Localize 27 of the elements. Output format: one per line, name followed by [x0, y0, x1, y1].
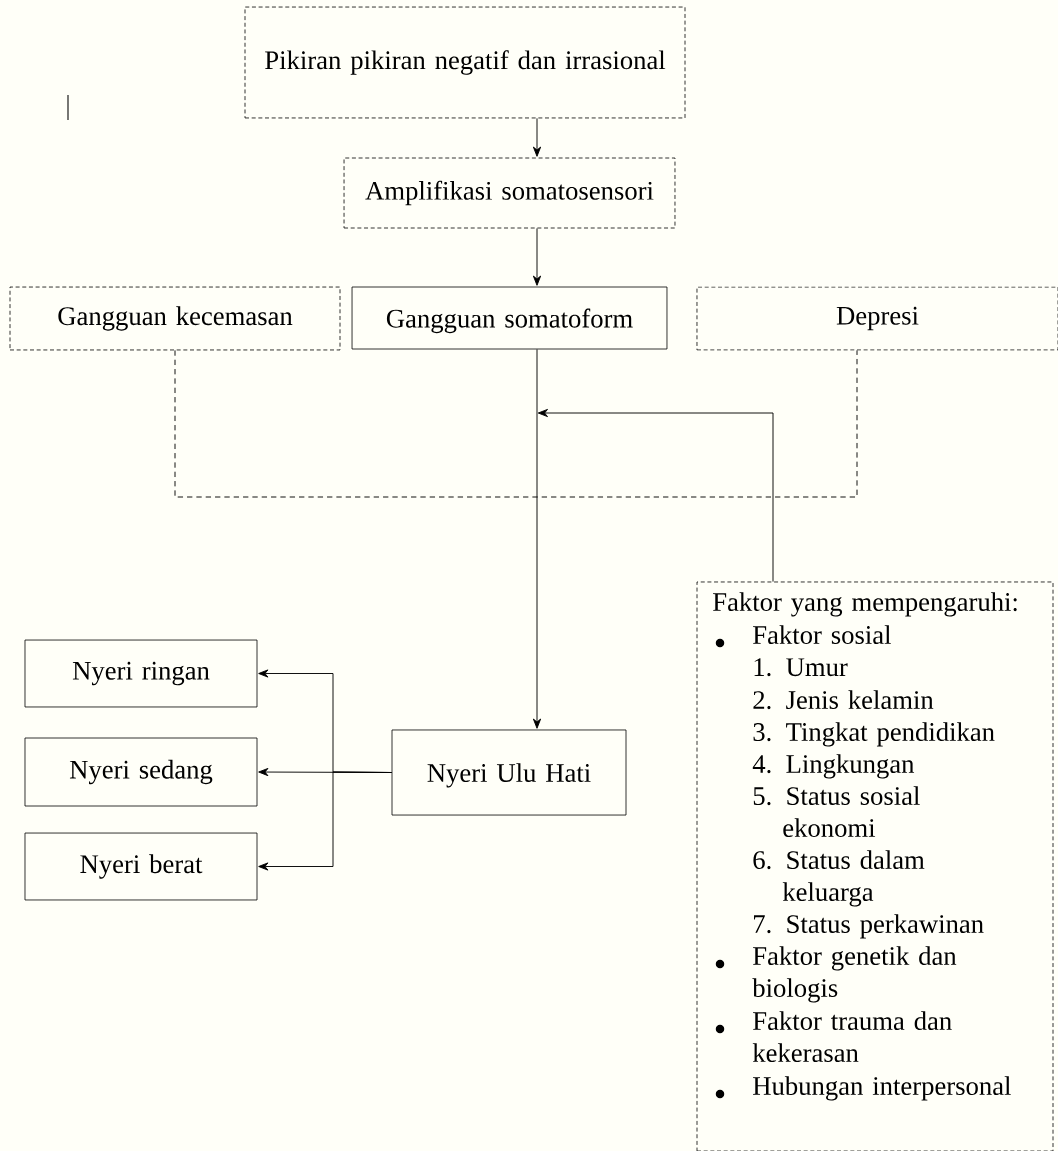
process-box: Gangguan somatoform	[351, 286, 668, 350]
list-item: 2. Jenis kelamin	[753, 690, 934, 710]
concept-box: Pikiran pikiran negatif dan irrasional	[244, 6, 686, 119]
arrow	[532, 117, 542, 157]
process-box: Nyeri Ulu Hati	[391, 729, 627, 816]
list-item: 7. Status perkawinan	[754, 914, 984, 939]
list-item: 6. Status dalam keluarga	[753, 850, 925, 907]
list-item: 3. Tingkat pendidikan	[753, 722, 995, 747]
concept-box: Amplifikasi somatosensori	[343, 157, 676, 229]
list-item: Faktor sosial	[715, 625, 891, 648]
list-item: 4. Lingkungan	[752, 754, 915, 779]
outcome-box: Nyeri berat	[24, 832, 258, 901]
arrow	[537, 408, 774, 583]
list-item: Faktor genetik dan biologis	[715, 946, 957, 1003]
list-heading: Faktor yang mempengaruhi:	[713, 592, 1017, 617]
arrow	[258, 771, 393, 871]
list-item: Faktor trauma dan kekerasan	[715, 1011, 952, 1063]
dashed-connector	[174, 349, 858, 498]
list-item: Hubungan interpersonal	[715, 1076, 1011, 1101]
arrow	[532, 227, 542, 286]
list-item: 1. Umur	[754, 658, 848, 677]
arrow	[532, 348, 542, 729]
concept-box: Gangguan kecemasan	[9, 286, 341, 351]
outcome-box: Nyeri sedang	[24, 737, 258, 807]
outcome-box: Nyeri ringan	[24, 639, 258, 708]
concept-box: Depresi	[696, 286, 1058, 351]
list-item: 5. Status sosial ekonomi	[753, 786, 920, 838]
